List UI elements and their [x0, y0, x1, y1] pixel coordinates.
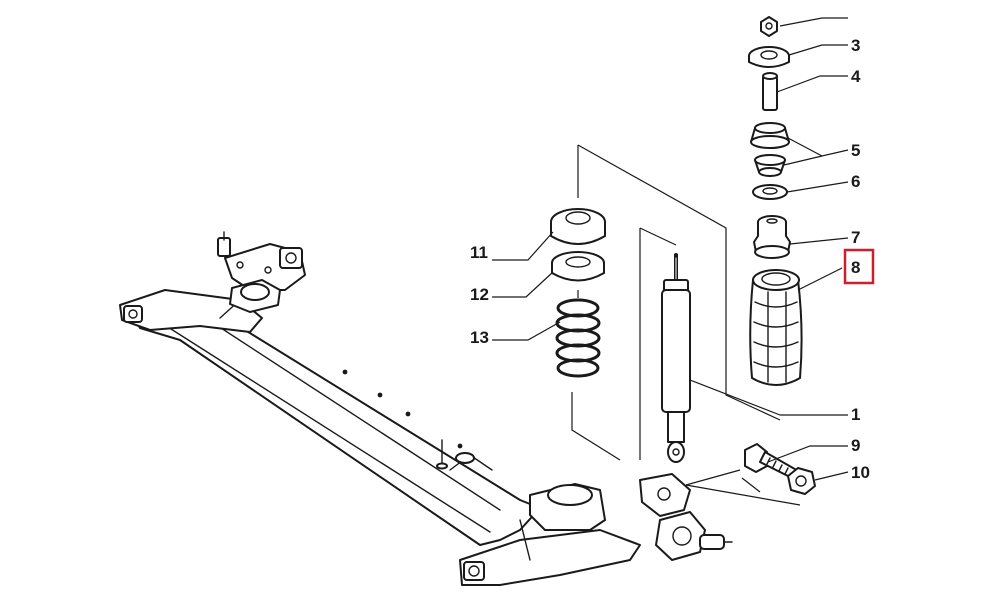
callout-10: 10	[851, 463, 870, 482]
callout-13: 13	[470, 328, 489, 347]
part-10-nut	[787, 467, 816, 495]
rear-axle-beam	[119, 289, 641, 586]
left-hub-assembly	[217, 231, 306, 313]
part-1-shock-absorber	[639, 227, 781, 463]
part-12-spring-pad	[551, 251, 605, 282]
callout-8: 8	[851, 258, 860, 277]
callout-1: 1	[851, 405, 860, 424]
part-9-bolt	[744, 443, 801, 481]
part-11-upper-mount	[550, 208, 606, 245]
callout-9: 9	[851, 436, 860, 455]
callout-4: 4	[851, 67, 861, 86]
part-4-spacer	[762, 72, 778, 111]
callout-8-highlight	[843, 248, 875, 285]
spring-stack	[550, 144, 727, 461]
callout-3: 3	[851, 36, 860, 55]
part-3-washer	[748, 46, 790, 68]
part-6-washer	[752, 184, 788, 200]
part-7-bump-stop	[753, 215, 791, 259]
part-8-dust-boot	[749, 269, 803, 386]
part-top-nut	[760, 16, 778, 37]
callout-labels: 3 4 5 6 7 8 1 9 10 11 12 13	[470, 36, 875, 482]
top-mount-stack	[748, 16, 803, 386]
leader-lines	[492, 17, 849, 481]
right-hub-assembly	[529, 473, 733, 561]
callout-12: 12	[470, 285, 489, 304]
callout-7: 7	[851, 228, 860, 247]
callout-6: 6	[851, 172, 860, 191]
part-13-coil-spring	[555, 298, 601, 378]
callout-5: 5	[851, 141, 860, 160]
part-5-bushings	[750, 122, 790, 177]
callout-11: 11	[470, 243, 488, 262]
